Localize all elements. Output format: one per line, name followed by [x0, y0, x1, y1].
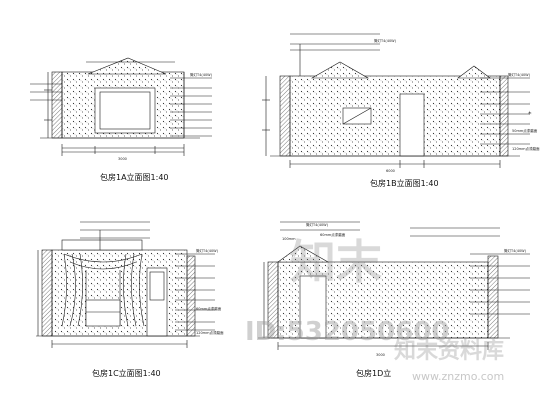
panel-a-leaders [30, 77, 212, 137]
watermark-site: www.znzmo.com [412, 370, 504, 383]
panel-c-side-note-2: 120mm点漆磨面 [196, 330, 224, 335]
panel-b-caption: 包房1B立面图1:40 [370, 178, 439, 188]
panel-b-mark: 木 [528, 110, 532, 115]
panel-b-lamp-note: 筒灯T4(40W) [374, 38, 397, 43]
panel-d-door [299, 275, 327, 339]
panel-b-side-note: 50mm点漆磨面 [512, 128, 538, 133]
panel-b-lamp-note-2: 筒灯T4(40W) [508, 72, 531, 77]
watermark-id: ID:532050600 [245, 317, 449, 347]
panel-b-leaders [290, 33, 530, 145]
panel-a-caption: 包房1A立面图1:40 [100, 172, 169, 182]
panel-a-panel [99, 91, 151, 130]
panel-c-leaders [80, 221, 215, 331]
panel-d-lamp-note-2: 筒灯T4(40W) [504, 248, 527, 253]
watermark-logo: 知末 [290, 235, 382, 289]
panel-d-leaders [280, 221, 530, 315]
panel-a-elevation [30, 57, 212, 156]
panel-d-wall-note: 100mm [282, 237, 296, 241]
panel-d-lamp-note: 筒灯T4(40W) [306, 222, 329, 227]
panel-d-elevation [258, 221, 530, 350]
panel-c-caption: 包房1C立面图1:40 [92, 368, 161, 378]
watermark-brand: 知末资料库 [394, 338, 504, 364]
panel-b-elevation [262, 33, 530, 168]
watermark: 知末 ID:532050600 知末资料库 www.znzmo.com [245, 235, 504, 383]
panel-d-side-note: 60mm点漆磨面 [320, 232, 346, 237]
panel-b-width-dim: 6000 [386, 169, 395, 173]
panel-c-side-note: 60mm点漆磨面 [196, 306, 222, 311]
panel-d-caption: 包房1D立 [356, 368, 391, 378]
panel-d-width-dim: 3000 [376, 353, 385, 357]
panel-c-sofa [85, 299, 121, 327]
panel-b-door [399, 93, 425, 157]
panel-b-wall [289, 75, 501, 157]
panel-c-lamp-note: 筒灯T4(40W) [196, 248, 219, 253]
panel-a-gable [87, 57, 167, 75]
panel-a-width-dim: 3000 [118, 157, 127, 161]
panel-a-lamp-note: 筒灯T4(40W) [190, 72, 213, 77]
panel-c-elevation [36, 221, 215, 348]
panel-b-side-note-2: 120mm点漆磨面 [512, 146, 540, 151]
